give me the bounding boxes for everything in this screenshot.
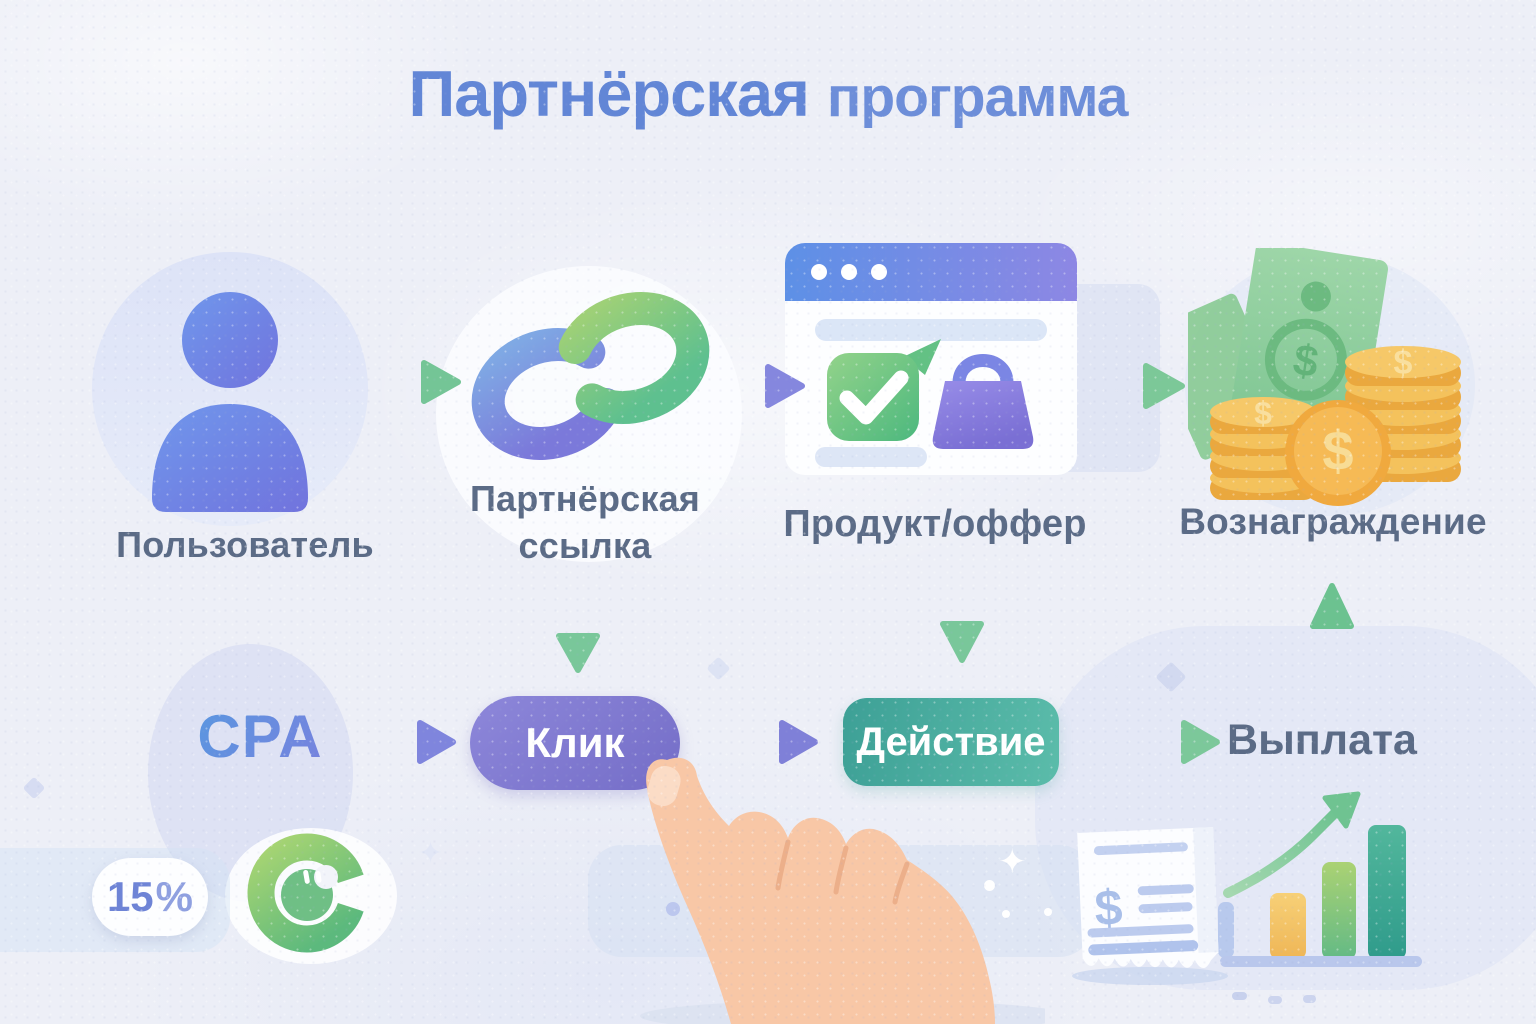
page-title: Партнёрская программа: [0, 56, 1536, 131]
arrow-payout-to-reward: [1310, 583, 1354, 734]
action-button-label: Действие: [856, 719, 1046, 764]
sparkle-star: ✦: [998, 843, 1027, 881]
commission-badge-value: 15: [106, 873, 154, 920]
cpa-label: CPA: [160, 702, 360, 771]
shopping-bag-icon: [932, 354, 1034, 449]
page-title-secondary: программа: [826, 65, 1129, 129]
label-affiliate-link-line2: ссылка: [518, 524, 652, 566]
arrow-link-to-click: [556, 578, 600, 673]
label-affiliate-link: Партнёрская ссылка: [425, 476, 745, 570]
sparkle-dot: [1268, 996, 1282, 1004]
sparkle-dot: [1002, 910, 1010, 918]
svg-text:$: $: [1322, 419, 1353, 482]
bar-yellow: [1270, 893, 1306, 959]
page-title-primary: Партнёрская: [408, 57, 809, 130]
sparkle-dot: [1232, 992, 1247, 1000]
browser-dot: [871, 264, 887, 280]
coin-stack-right: $: [1345, 344, 1461, 482]
sparkle-star: ✦: [418, 837, 444, 870]
click-button: Клик: [470, 696, 680, 790]
arrow-product-to-action: [940, 560, 984, 663]
commission-badge: 15%: [92, 858, 208, 936]
checkmark-icon: [827, 339, 941, 441]
sparkle-dot: [1044, 908, 1052, 916]
bar-teal: [1368, 825, 1406, 959]
svg-text:$: $: [1093, 879, 1123, 936]
label-affiliate-link-line1: Партнёрская: [469, 478, 701, 519]
product-browser-icon: [785, 243, 1077, 475]
commission-badge-unit: %: [155, 873, 194, 920]
arrow-user-to-link: [336, 360, 461, 404]
sparkle-diamond: [706, 656, 731, 681]
sparkle-diamond: [22, 776, 46, 800]
arrow-link-to-product: [680, 364, 805, 408]
arrow-click-to-action: [696, 720, 818, 764]
arrow-cpa-to-click: [338, 720, 456, 764]
growth-arrow-icon: [1223, 791, 1361, 898]
click-button-label: Клик: [525, 719, 625, 766]
arrow-action-to-payout: [1094, 720, 1220, 764]
browser-dot: [841, 264, 857, 280]
browser-dot: [811, 264, 827, 280]
payout-label: Выплата: [1227, 716, 1417, 764]
label-product-offer: Продукт/оффер: [783, 503, 1087, 545]
svg-text:$: $: [1254, 395, 1272, 431]
receipt-icon: $: [1072, 827, 1228, 985]
sparkle-dot: [984, 880, 995, 891]
sparkle-dot: [1303, 995, 1316, 1003]
pointing-hand-icon: [640, 757, 1045, 1024]
bar-chart-icon: [1218, 791, 1422, 967]
donut-chart-icon: [247, 833, 367, 953]
label-reward: Вознаграждение: [1179, 501, 1487, 542]
label-user: Пользователь: [116, 524, 374, 565]
fingernail: [647, 765, 681, 807]
bar-green: [1322, 862, 1356, 959]
arrow-product-to-reward: [1052, 363, 1185, 409]
action-button: Действие: [843, 698, 1059, 786]
svg-text:$: $: [1394, 344, 1413, 382]
sparkle-dot: [666, 902, 680, 916]
user-icon: [152, 292, 308, 512]
reward-money-icon: $ $ $ $: [1188, 248, 1461, 506]
affiliate-link-icon: [471, 291, 710, 461]
coin-front: $: [1285, 400, 1391, 506]
